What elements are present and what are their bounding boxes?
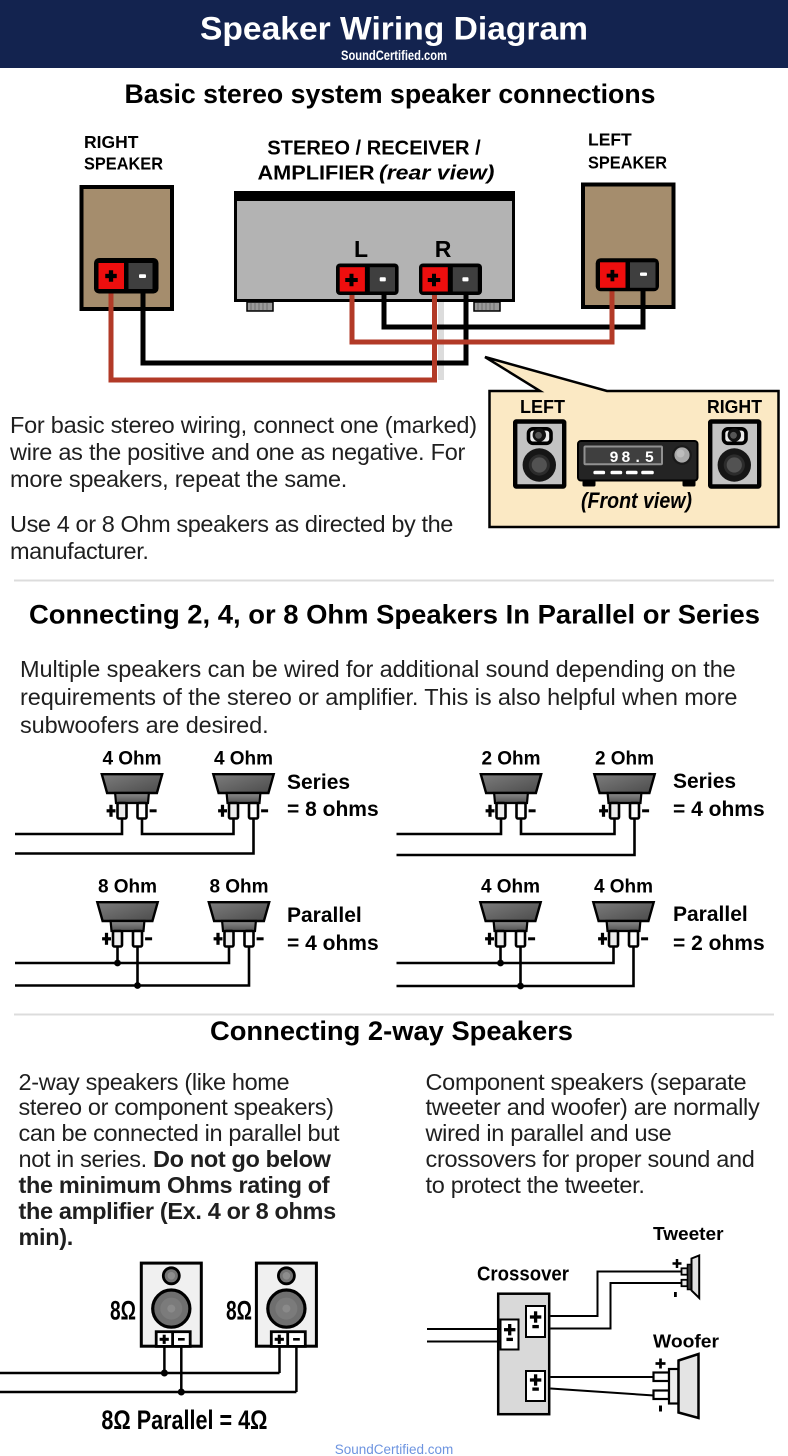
svg-text:RIGHT: RIGHT: [84, 132, 139, 152]
svg-text:AMPLIFIER: AMPLIFIER: [258, 162, 375, 185]
svg-text:SPEAKER: SPEAKER: [84, 154, 163, 174]
svg-text:RIGHT: RIGHT: [707, 397, 762, 417]
svg-text:STEREO / RECEIVER /: STEREO / RECEIVER /: [267, 137, 481, 160]
svg-text:Parallel: Parallel: [673, 903, 748, 926]
svg-text:= 8 ohms: = 8 ohms: [287, 798, 379, 821]
svg-text:2 Ohm: 2 Ohm: [595, 749, 654, 770]
svg-text:Basic stereo system speaker co: Basic stereo system speaker connections: [125, 79, 656, 109]
svg-text:SPEAKER: SPEAKER: [588, 153, 667, 173]
svg-text:Series: Series: [673, 770, 736, 793]
svg-text:8 Ohm: 8 Ohm: [209, 877, 268, 898]
svg-text:L: L: [354, 236, 368, 262]
svg-text:Connecting 2-way Speakers: Connecting 2-way Speakers: [210, 1016, 573, 1046]
svg-text:8Ω Parallel = 4Ω: 8Ω Parallel = 4Ω: [101, 1405, 267, 1435]
svg-text:4 Ohm: 4 Ohm: [594, 877, 653, 898]
svg-text:Parallel: Parallel: [287, 904, 362, 927]
svg-text:8Ω: 8Ω: [226, 1296, 252, 1326]
svg-text:4 Ohm: 4 Ohm: [481, 877, 540, 898]
svg-text:4 Ohm: 4 Ohm: [214, 749, 273, 770]
svg-text:= 4 ohms: = 4 ohms: [287, 932, 379, 955]
svg-text:= 4 ohms: = 4 ohms: [673, 798, 765, 821]
svg-text:LEFT: LEFT: [520, 397, 565, 417]
svg-text:4 Ohm: 4 Ohm: [102, 749, 161, 770]
svg-text:= 2 ohms: = 2 ohms: [673, 932, 765, 955]
svg-text:Tweeter: Tweeter: [653, 1223, 724, 1244]
svg-text:Woofer: Woofer: [653, 1330, 719, 1351]
svg-text:Crossover: Crossover: [477, 1263, 569, 1285]
svg-text:2 Ohm: 2 Ohm: [481, 749, 540, 770]
svg-text:Connecting 2, 4, or 8 Ohm Spea: Connecting 2, 4, or 8 Ohm Speakers In Pa…: [29, 600, 760, 630]
svg-text:(Front view): (Front view): [581, 488, 692, 513]
svg-text:SoundCertified.com: SoundCertified.com: [341, 47, 447, 63]
svg-text:R: R: [435, 236, 452, 262]
svg-text:8Ω: 8Ω: [110, 1296, 136, 1326]
svg-text:LEFT: LEFT: [588, 130, 632, 150]
svg-text:(rear view): (rear view): [379, 162, 495, 185]
svg-text:98.5: 98.5: [609, 449, 656, 467]
svg-text:Series: Series: [287, 771, 350, 794]
svg-text:8 Ohm: 8 Ohm: [98, 877, 157, 898]
svg-text:Speaker Wiring Diagram: Speaker Wiring Diagram: [200, 11, 588, 47]
